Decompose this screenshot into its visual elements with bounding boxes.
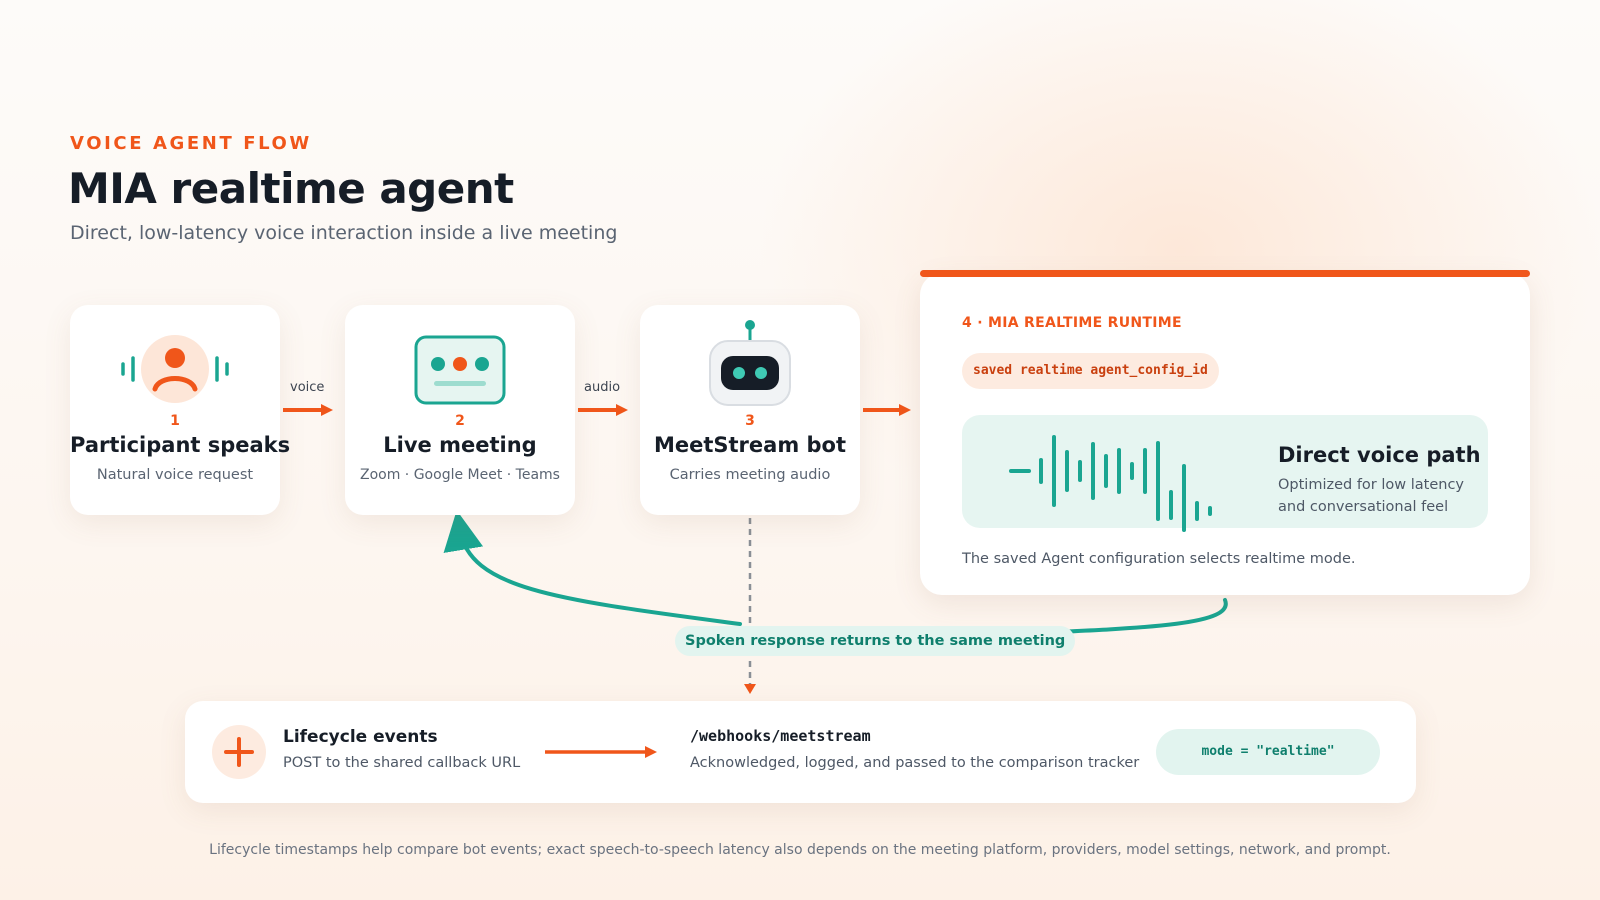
eyebrow-label: VOICE AGENT FLOW bbox=[70, 133, 312, 154]
step-number: 1 bbox=[170, 413, 180, 429]
step-card-bot: 3 MeetStream bot Carries meeting audio bbox=[640, 305, 860, 515]
step-subtitle: Carries meeting audio bbox=[669, 467, 831, 483]
plus-icon bbox=[224, 737, 254, 767]
voice-path-title: Direct voice path bbox=[1278, 443, 1481, 467]
runtime-label: 4 · MIA REALTIME RUNTIME bbox=[962, 315, 1182, 331]
return-path-label: Spoken response returns to the same meet… bbox=[675, 626, 1076, 656]
step-card-meeting: 2 Live meeting Zoom · Google Meet · Team… bbox=[345, 305, 575, 515]
arrow-right-icon bbox=[283, 404, 333, 416]
step-title: Live meeting bbox=[383, 433, 537, 457]
mode-pill: mode = "realtime" bbox=[1156, 729, 1380, 775]
step-subtitle: Natural voice request bbox=[96, 467, 254, 483]
step-subtitle: Zoom · Google Meet · Teams bbox=[360, 467, 560, 483]
webhook-path: /webhooks/meetstream bbox=[690, 727, 871, 745]
footnote: Lifecycle timestamps help compare bot ev… bbox=[209, 842, 1391, 858]
step-title: MeetStream bot bbox=[653, 433, 847, 457]
page-subtitle: Direct, low-latency voice interaction in… bbox=[70, 222, 618, 244]
lifecycle-title: Lifecycle events bbox=[283, 727, 438, 747]
config-id-pill: saved realtime agent_config_id bbox=[962, 353, 1219, 389]
arrow-right-icon bbox=[578, 404, 628, 416]
waveform-icon bbox=[1009, 435, 1212, 532]
lifecycle-arrowhead bbox=[744, 684, 756, 694]
arrow-right-icon bbox=[863, 404, 911, 416]
webhook-subtitle: Acknowledged, logged, and passed to the … bbox=[690, 755, 1140, 771]
step-number: 2 bbox=[455, 413, 465, 429]
person-speaking-icon bbox=[121, 335, 229, 403]
arrow-right-icon bbox=[545, 746, 657, 758]
voice-path-panel bbox=[962, 415, 1488, 528]
runtime-footer: The saved Agent configuration selects re… bbox=[962, 551, 1356, 567]
flow-label-voice: voice bbox=[290, 380, 325, 395]
return-path-line-left bbox=[443, 510, 742, 626]
lifecycle-icon-bg bbox=[212, 725, 266, 779]
runtime-accent-bar bbox=[920, 270, 1530, 277]
meeting-window-icon bbox=[414, 335, 506, 405]
lifecycle-subtitle: POST to the shared callback URL bbox=[283, 755, 521, 771]
voice-path-subtitle: Optimized for low latency and conversati… bbox=[1278, 477, 1465, 515]
step-card-participant: 1 Participant speaks Natural voice reque… bbox=[70, 305, 291, 515]
step-title: Participant speaks bbox=[70, 433, 291, 457]
page-title: MIA realtime agent bbox=[68, 164, 514, 213]
robot-icon bbox=[709, 320, 791, 406]
flow-label-audio: audio bbox=[584, 380, 621, 395]
step-number: 3 bbox=[745, 413, 755, 429]
